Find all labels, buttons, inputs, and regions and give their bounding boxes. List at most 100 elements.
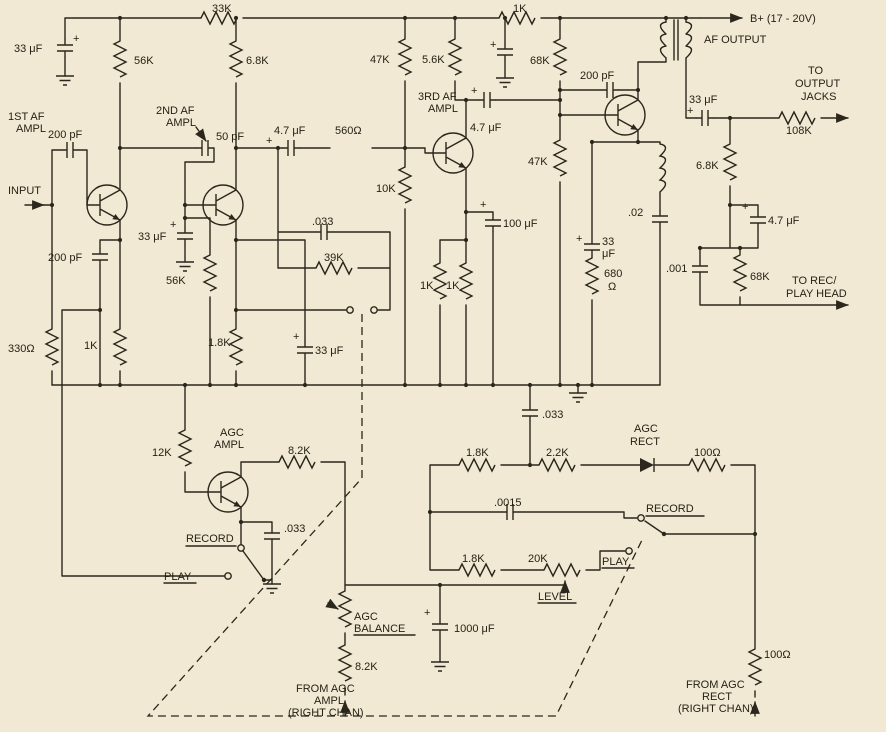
resistor-56k-b xyxy=(203,254,217,292)
cap-4u7-c xyxy=(749,210,767,230)
20k-label: 20K xyxy=(528,553,548,565)
resistor-8k2-a xyxy=(278,455,316,469)
6k8-right-label: 6.8K xyxy=(696,160,719,172)
resistor-56k-top xyxy=(113,40,127,78)
stage2-label-2: AMPL xyxy=(166,117,196,129)
560ohm-label: 560Ω xyxy=(335,125,362,137)
resistor-1k-a xyxy=(113,328,127,366)
6k8-top-label: 6.8K xyxy=(246,55,269,67)
1k-b-label: 1K xyxy=(420,280,434,292)
1k-a-label: 1K xyxy=(84,340,98,352)
1k8-c-label: 1.8K xyxy=(462,553,485,565)
wires-bus-and-agc xyxy=(51,309,756,698)
ground-topmid xyxy=(495,77,515,88)
plus-sign: + xyxy=(742,201,748,213)
033-agc-label: .033 xyxy=(542,409,563,421)
50pf-label: 50 pF xyxy=(216,131,244,143)
33uf-a-label: 33 μF xyxy=(138,231,167,243)
level-label: LEVEL xyxy=(538,591,572,603)
transistor-1st-af-ampl xyxy=(86,184,128,226)
play-left-label: PLAY xyxy=(164,571,192,583)
56k-b-label: 56K xyxy=(166,275,186,287)
play-contact-left[interactable] xyxy=(224,572,232,580)
resistor-100ohm-a xyxy=(688,458,726,472)
resistor-2k2 xyxy=(538,458,576,472)
10k-label: 10K xyxy=(376,183,396,195)
cap-033-b xyxy=(263,526,281,546)
200pf-emitter-label: 200 pF xyxy=(48,252,83,264)
4u7-c-label: 4.7 μF xyxy=(768,215,800,227)
stage2-pointer-arrow xyxy=(195,126,207,142)
resistor-68k-b xyxy=(733,254,747,292)
diode-agc-rect xyxy=(639,457,655,473)
cap-200pf-emitter xyxy=(91,247,109,267)
resistor-680ohm xyxy=(585,257,599,295)
001-label: .001 xyxy=(666,263,687,275)
agc-ampl-label-1: AGC xyxy=(220,427,244,439)
transistor-agc-ampl xyxy=(207,471,249,513)
switch-linkage-dashed xyxy=(146,314,643,717)
47k-top-label: 47K xyxy=(370,54,390,66)
1k-top-label: 1K xyxy=(513,3,527,15)
cap-33uf-a xyxy=(176,226,194,246)
68k-b-label: 68K xyxy=(750,271,770,283)
label-underlines xyxy=(163,515,705,636)
12k-label: 12K xyxy=(152,447,172,459)
from-agc-ampl-label-3: (RIGHT CHAN) xyxy=(288,707,364,719)
033-feedback-label: .033 xyxy=(312,216,333,228)
2k2-label: 2.2K xyxy=(546,447,569,459)
agc-ampl-label-2: AMPL xyxy=(214,439,244,451)
inductor-coil xyxy=(659,143,667,193)
upper-switch-contact-b[interactable] xyxy=(370,306,378,314)
grounds xyxy=(55,75,588,672)
resistor-47k-top xyxy=(398,38,412,76)
stage3-label-1: 3RD AF xyxy=(418,91,457,103)
resistor-5k6 xyxy=(448,38,462,76)
upper-switch-contact-a[interactable] xyxy=(346,306,354,314)
plus-sign: + xyxy=(687,105,693,117)
plus-sign: + xyxy=(170,219,176,231)
transistor-2nd-af-ampl xyxy=(202,184,244,226)
resistor-68k-top xyxy=(553,38,567,76)
to-output-2: OUTPUT xyxy=(795,78,841,90)
resistor-8k2-b xyxy=(338,644,352,682)
cap-33uf-topleft xyxy=(56,38,74,58)
plus-sign: + xyxy=(480,199,486,211)
resistor-1k8-b xyxy=(458,458,496,472)
from-agc-rect-label-1: FROM AGC xyxy=(686,679,745,691)
transistor-af-output xyxy=(604,94,646,136)
33-column-label-2: μF xyxy=(602,248,615,260)
rec-head-label-1: TO REC/ xyxy=(792,275,837,287)
switch-contacts[interactable] xyxy=(224,306,667,583)
transformer-af-output xyxy=(659,19,693,61)
resistor-330ohm xyxy=(45,328,59,366)
agc-balance-label-1: AGC xyxy=(354,611,378,623)
resistor-1k-c xyxy=(459,262,473,300)
cap-001 xyxy=(691,259,709,279)
4u7-b-label: 4.7 μF xyxy=(470,122,502,134)
plus-sign: + xyxy=(424,607,430,619)
1k8-b-label: 1.8K xyxy=(466,447,489,459)
wires-top-and-stages xyxy=(43,17,780,386)
play-contact-right[interactable] xyxy=(625,547,633,555)
af-output-label: AF OUTPUT xyxy=(704,34,767,46)
stage1-label-1: 1ST AF xyxy=(8,111,45,123)
4u7-a-label: 4.7 μF xyxy=(274,125,306,137)
to-output-1: TO xyxy=(808,65,824,77)
33uf-output-label: 33 μF xyxy=(689,94,718,106)
033-b-label: .033 xyxy=(284,523,305,535)
resistor-47k-mid xyxy=(553,139,567,177)
resistor-6k8-right xyxy=(723,143,737,181)
1000uf-label: 1000 μF xyxy=(454,623,495,635)
from-agc-ampl-label-2: AMPL xyxy=(314,695,344,707)
02-label: .02 xyxy=(628,207,643,219)
record-contact-left[interactable] xyxy=(237,544,245,552)
junction-dots xyxy=(49,15,758,588)
100ohm-b-label: 100Ω xyxy=(764,649,791,661)
labels: 33K 1K 33 μF + 56K 6.8K 47K 5.6K 68K 200… xyxy=(8,3,847,719)
agc-balance-label-2: BALANCE xyxy=(354,623,405,635)
resistor-1k8-a xyxy=(229,328,243,366)
ground-agc xyxy=(262,583,282,594)
cap-033-agc xyxy=(521,403,539,423)
record-contact-right[interactable] xyxy=(637,514,645,522)
